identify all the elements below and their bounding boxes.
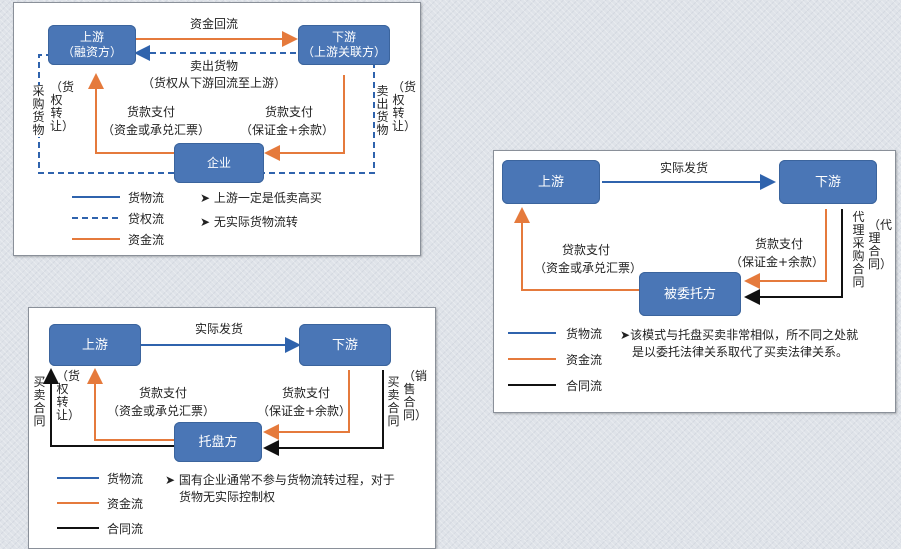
left-vert-outer: 买卖合同 (33, 375, 46, 428)
note: ➤ 国有企业通常不参与货物流转过程，对于 货物无实际控制权 (165, 473, 395, 504)
bullet-icon: ➤ (620, 328, 631, 342)
contract-flow-right (744, 209, 843, 305)
right-pay-1: 货款支付 (264, 105, 313, 119)
pallet-box: 托盘方 (174, 422, 262, 462)
note-1: ➤ 上游一定是低卖高买 (200, 191, 322, 205)
downstream-box: 下游 (299, 324, 391, 366)
sell-label-1: 卖出货物 (189, 59, 238, 73)
funds-flow-left (514, 207, 639, 291)
sell-label-2: （货权从下游回流至上游） (141, 76, 286, 90)
funds-flow-left (87, 368, 174, 441)
left-pay-1: 货款支付 (126, 105, 175, 119)
right-vert-outer: 代理采购合同 (852, 210, 865, 289)
right-pay-2: （保证金+余款） (256, 404, 352, 418)
legend-goods: 货物流 (566, 327, 603, 341)
company-box: 企业 (174, 143, 264, 183)
note: ➤该模式与托盘买卖非常相似，所不同之处就 是以委托法律关系取代了买卖法律关系。 (620, 328, 859, 359)
rights-flow-right (259, 54, 386, 174)
legend-goods: 货物流 (128, 191, 165, 205)
left-vert-inner: （货权转让） (56, 369, 81, 422)
left-pay-2: （资金或承兑汇票） (106, 404, 215, 418)
legend-contract: 合同流 (566, 379, 603, 393)
funds-flow-right (263, 370, 350, 440)
legend-funds: 资金流 (107, 497, 144, 511)
right-vert-outer: （货权转让） (392, 80, 417, 133)
left-vert-outer: 采购货物 (32, 84, 45, 137)
upstream-title: 上游 (79, 30, 104, 44)
funds-flow-right (264, 75, 345, 161)
panel3-arrows (43, 337, 384, 529)
panel2-arrows (508, 174, 843, 386)
contract-flow-right (263, 370, 384, 456)
legend-rights: 贷权流 (128, 212, 165, 226)
top-label: 资金回流 (189, 17, 238, 31)
legend-contract: 合同流 (107, 522, 144, 536)
right-pay-2: （保证金+余款） (729, 255, 825, 269)
panel-financing-cycle: 上游 （融资方） 下游 （上游关联方） 企业 资金回流 卖出货物 （货权从下游回… (13, 2, 421, 256)
legend-goods: 货物流 (107, 472, 144, 486)
panel-pallet-trade: 上游 下游 托盘方 实际发货 货款支付 （资金或承兑汇票） 货款支付 （保证金+… (28, 307, 436, 549)
bullet-icon: ➤ (200, 191, 214, 205)
downstream-box: 下游 （上游关联方） (298, 25, 390, 65)
upstream-box: 上游 (49, 324, 141, 366)
funds-flow-left (88, 73, 174, 154)
legend-funds: 资金流 (128, 233, 165, 247)
right-pay-1: 货款支付 (754, 237, 803, 251)
downstream-subtitle: （上游关联方） (301, 45, 386, 59)
upstream-box: 上游 （融资方） (48, 25, 136, 65)
left-pay-2: （资金或承兑汇票） (101, 123, 210, 137)
note-2: ➤ 无实际货物流转 (200, 215, 298, 229)
trustee-box: 被委托方 (639, 272, 741, 316)
top-label: 实际发货 (194, 322, 243, 336)
top-label: 实际发货 (659, 161, 708, 175)
left-pay-1: 货款支付 (138, 386, 187, 400)
downstream-title: 下游 (331, 30, 356, 44)
downstream-box: 下游 (779, 160, 877, 204)
right-pay-2: （保证金+余款） (239, 123, 335, 137)
panel-entrusted-trade: 上游 下游 被委托方 实际发货 贷款支付 （资金或承兑汇票） 货款支付 （保证金… (493, 150, 896, 413)
right-pay-1: 货款支付 (281, 386, 330, 400)
right-vert-inner: （代理合同） (868, 218, 893, 271)
company-title: 企业 (206, 155, 231, 170)
bullet-icon: ➤ (200, 215, 214, 229)
left-vert-inner: （货权转让） (50, 80, 75, 133)
right-vert-outer: （销售合同） (403, 369, 428, 422)
funds-flow-right (744, 209, 827, 289)
right-vert-inner: 买卖合同 (387, 375, 400, 428)
legend-funds: 资金流 (566, 353, 603, 367)
upstream-subtitle: （融资方） (61, 45, 122, 59)
right-vert-inner: 卖出货物 (376, 84, 389, 137)
contract-flow-left (43, 368, 174, 447)
left-pay-2: （资金或承兑汇票） (533, 261, 642, 275)
upstream-box: 上游 (502, 160, 600, 204)
left-pay-1: 贷款支付 (561, 243, 610, 257)
bullet-icon: ➤ (165, 473, 179, 487)
